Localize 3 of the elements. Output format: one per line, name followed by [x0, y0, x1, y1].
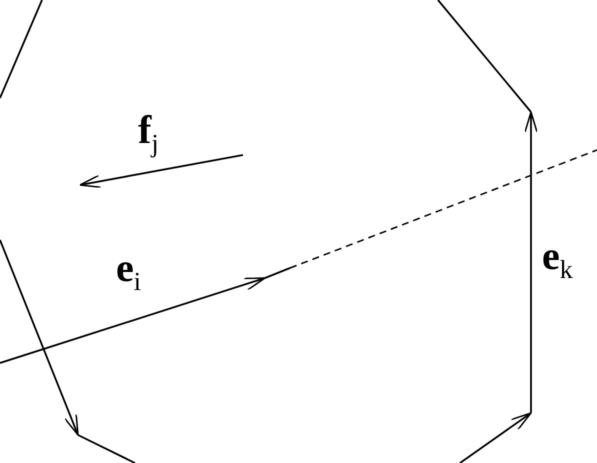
vector-label: f$_{j}$: [138, 110, 159, 157]
vector-label: e$_{i}$: [116, 248, 141, 295]
vector-label: e$_{k}$: [542, 236, 573, 283]
